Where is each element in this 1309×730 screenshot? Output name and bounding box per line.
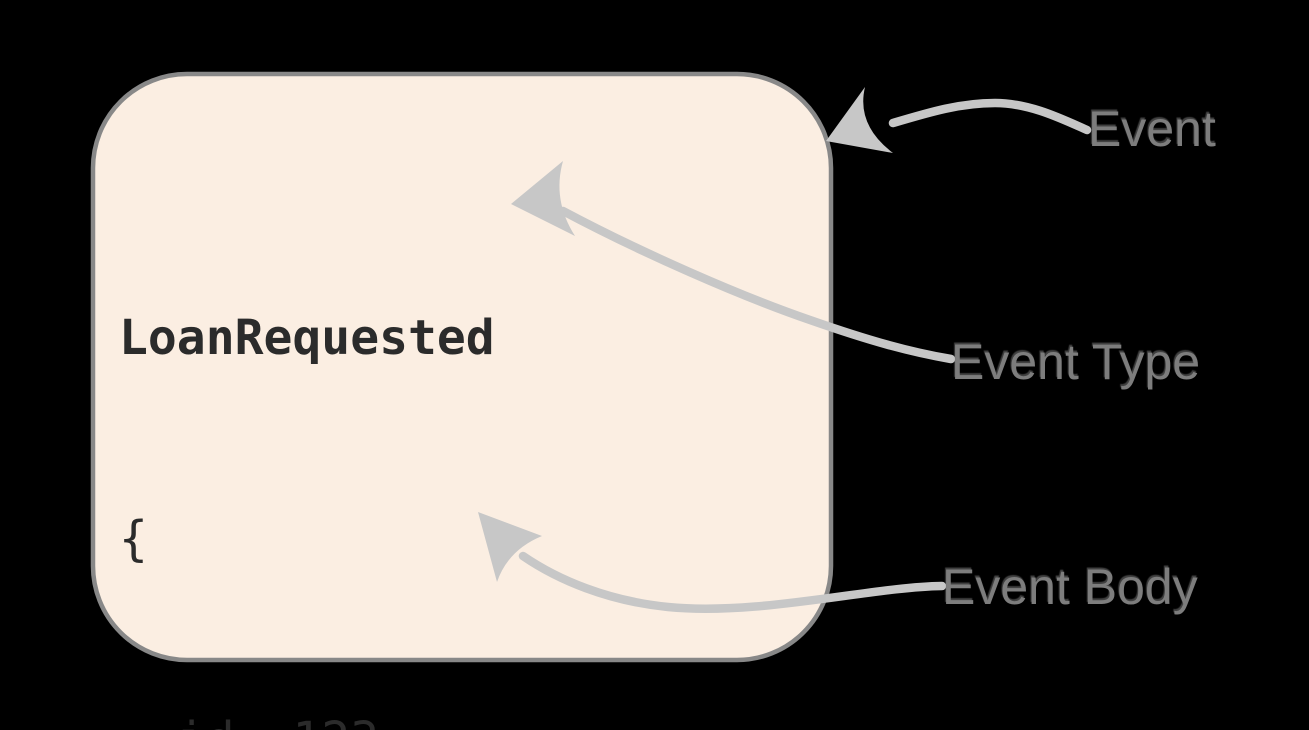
- event-type-arrow: [558, 206, 956, 364]
- event-card: [90, 71, 834, 663]
- event-body-label: Event Body: [942, 559, 1198, 615]
- event-body-arrow: [518, 551, 947, 613]
- event-type-name: LoanRequested: [119, 310, 495, 366]
- code-line: id: 123,: [119, 707, 784, 730]
- event-arrow: [888, 98, 1092, 135]
- event-code-block: LoanRequested { id: 123, amount: 100, bo…: [119, 171, 784, 730]
- code-line: {: [119, 511, 148, 567]
- event-type-label: Event Type: [951, 334, 1201, 390]
- event-type-arrowhead: [511, 161, 575, 236]
- event-body-arrowhead: [478, 512, 542, 582]
- event-label: Event: [1088, 101, 1216, 157]
- event-arrowhead: [826, 87, 893, 153]
